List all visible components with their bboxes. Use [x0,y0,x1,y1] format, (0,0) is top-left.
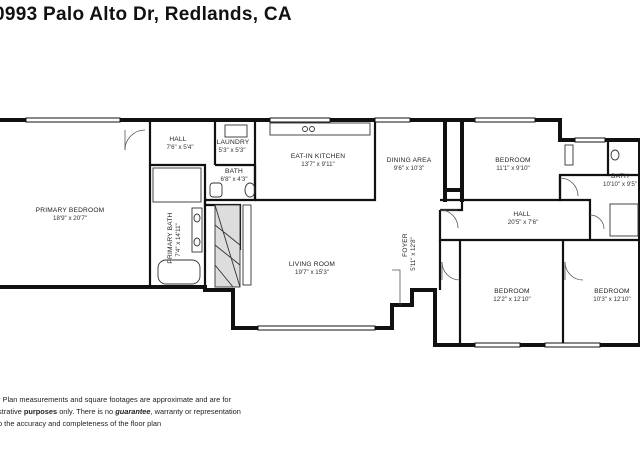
disclaimer: r Plan measurements and square footages … [0,394,418,430]
disclaimer-text: , warranty or representation [150,407,241,416]
bedroom-3-dim: 10'3" x 12'10" [593,296,630,303]
bedroom-2-label: BEDROOM [494,288,529,295]
laundry-dim: 5'3" x 5'3" [218,147,245,154]
bath-1-dim: 6'8" x 4'3" [220,176,247,183]
primary-bath-label: PRIMARY BATH [167,212,174,263]
hall-2-dim: 20'5" x 7'6" [508,219,539,226]
foyer-label: FOYER [402,233,409,257]
disclaimer-italic: guarantee [115,407,151,416]
hall-2-label: HALL [513,211,530,218]
laundry-label: LAUNDRY [217,139,250,146]
bath-2-dim: 10'10" x 9'5" [603,181,637,188]
bedroom-1-label: BEDROOM [495,157,530,164]
page-title: 0993 Palo Alto Dr, Redlands, CA [0,4,292,25]
living-room-label: LIVING ROOM [289,261,335,268]
bedroom-3-label: BEDROOM [594,288,629,295]
kitchen-dim: 13'7" x 9'11" [301,161,334,168]
foyer-dim: 5'11" x 12'8" [410,237,417,270]
bedroom-1-dim: 11'1" x 9'10" [496,165,529,172]
primary-bedroom-label: PRIMARY BEDROOM [36,207,105,214]
dining-area-label: DINING AREA [387,157,432,164]
primary-bedroom-dim: 18'9" x 20'7" [53,215,87,222]
living-room-dim: 19'7" x 15'3" [295,269,329,276]
dining-area-dim: 9'6" x 10'3" [394,165,425,172]
disclaimer-line-2: strative purposes only. There is no guar… [0,406,418,418]
disclaimer-text: only. There is no [57,407,116,416]
disclaimer-line-3: o the accuracy and completeness of the f… [0,419,162,428]
hall-1-dim: 7'6" x 5'4" [166,144,193,151]
windows [25,117,606,348]
doors [124,129,605,305]
disclaimer-line-1: r Plan measurements and square footages … [0,395,231,404]
bedroom-2-dim: 12'2" x 12'10" [493,296,530,303]
disclaimer-text: strative [0,407,24,416]
hall-1-label: HALL [169,136,186,143]
kitchen-label: EAT-IN KITCHEN [291,153,345,160]
bath-2-label: BATH [611,173,629,180]
fixtures [152,122,639,288]
primary-bath-dim: 7'4" x 14'11" [175,223,182,256]
bath-1-label: BATH [225,168,243,175]
disclaimer-bold: purposes [23,407,58,416]
